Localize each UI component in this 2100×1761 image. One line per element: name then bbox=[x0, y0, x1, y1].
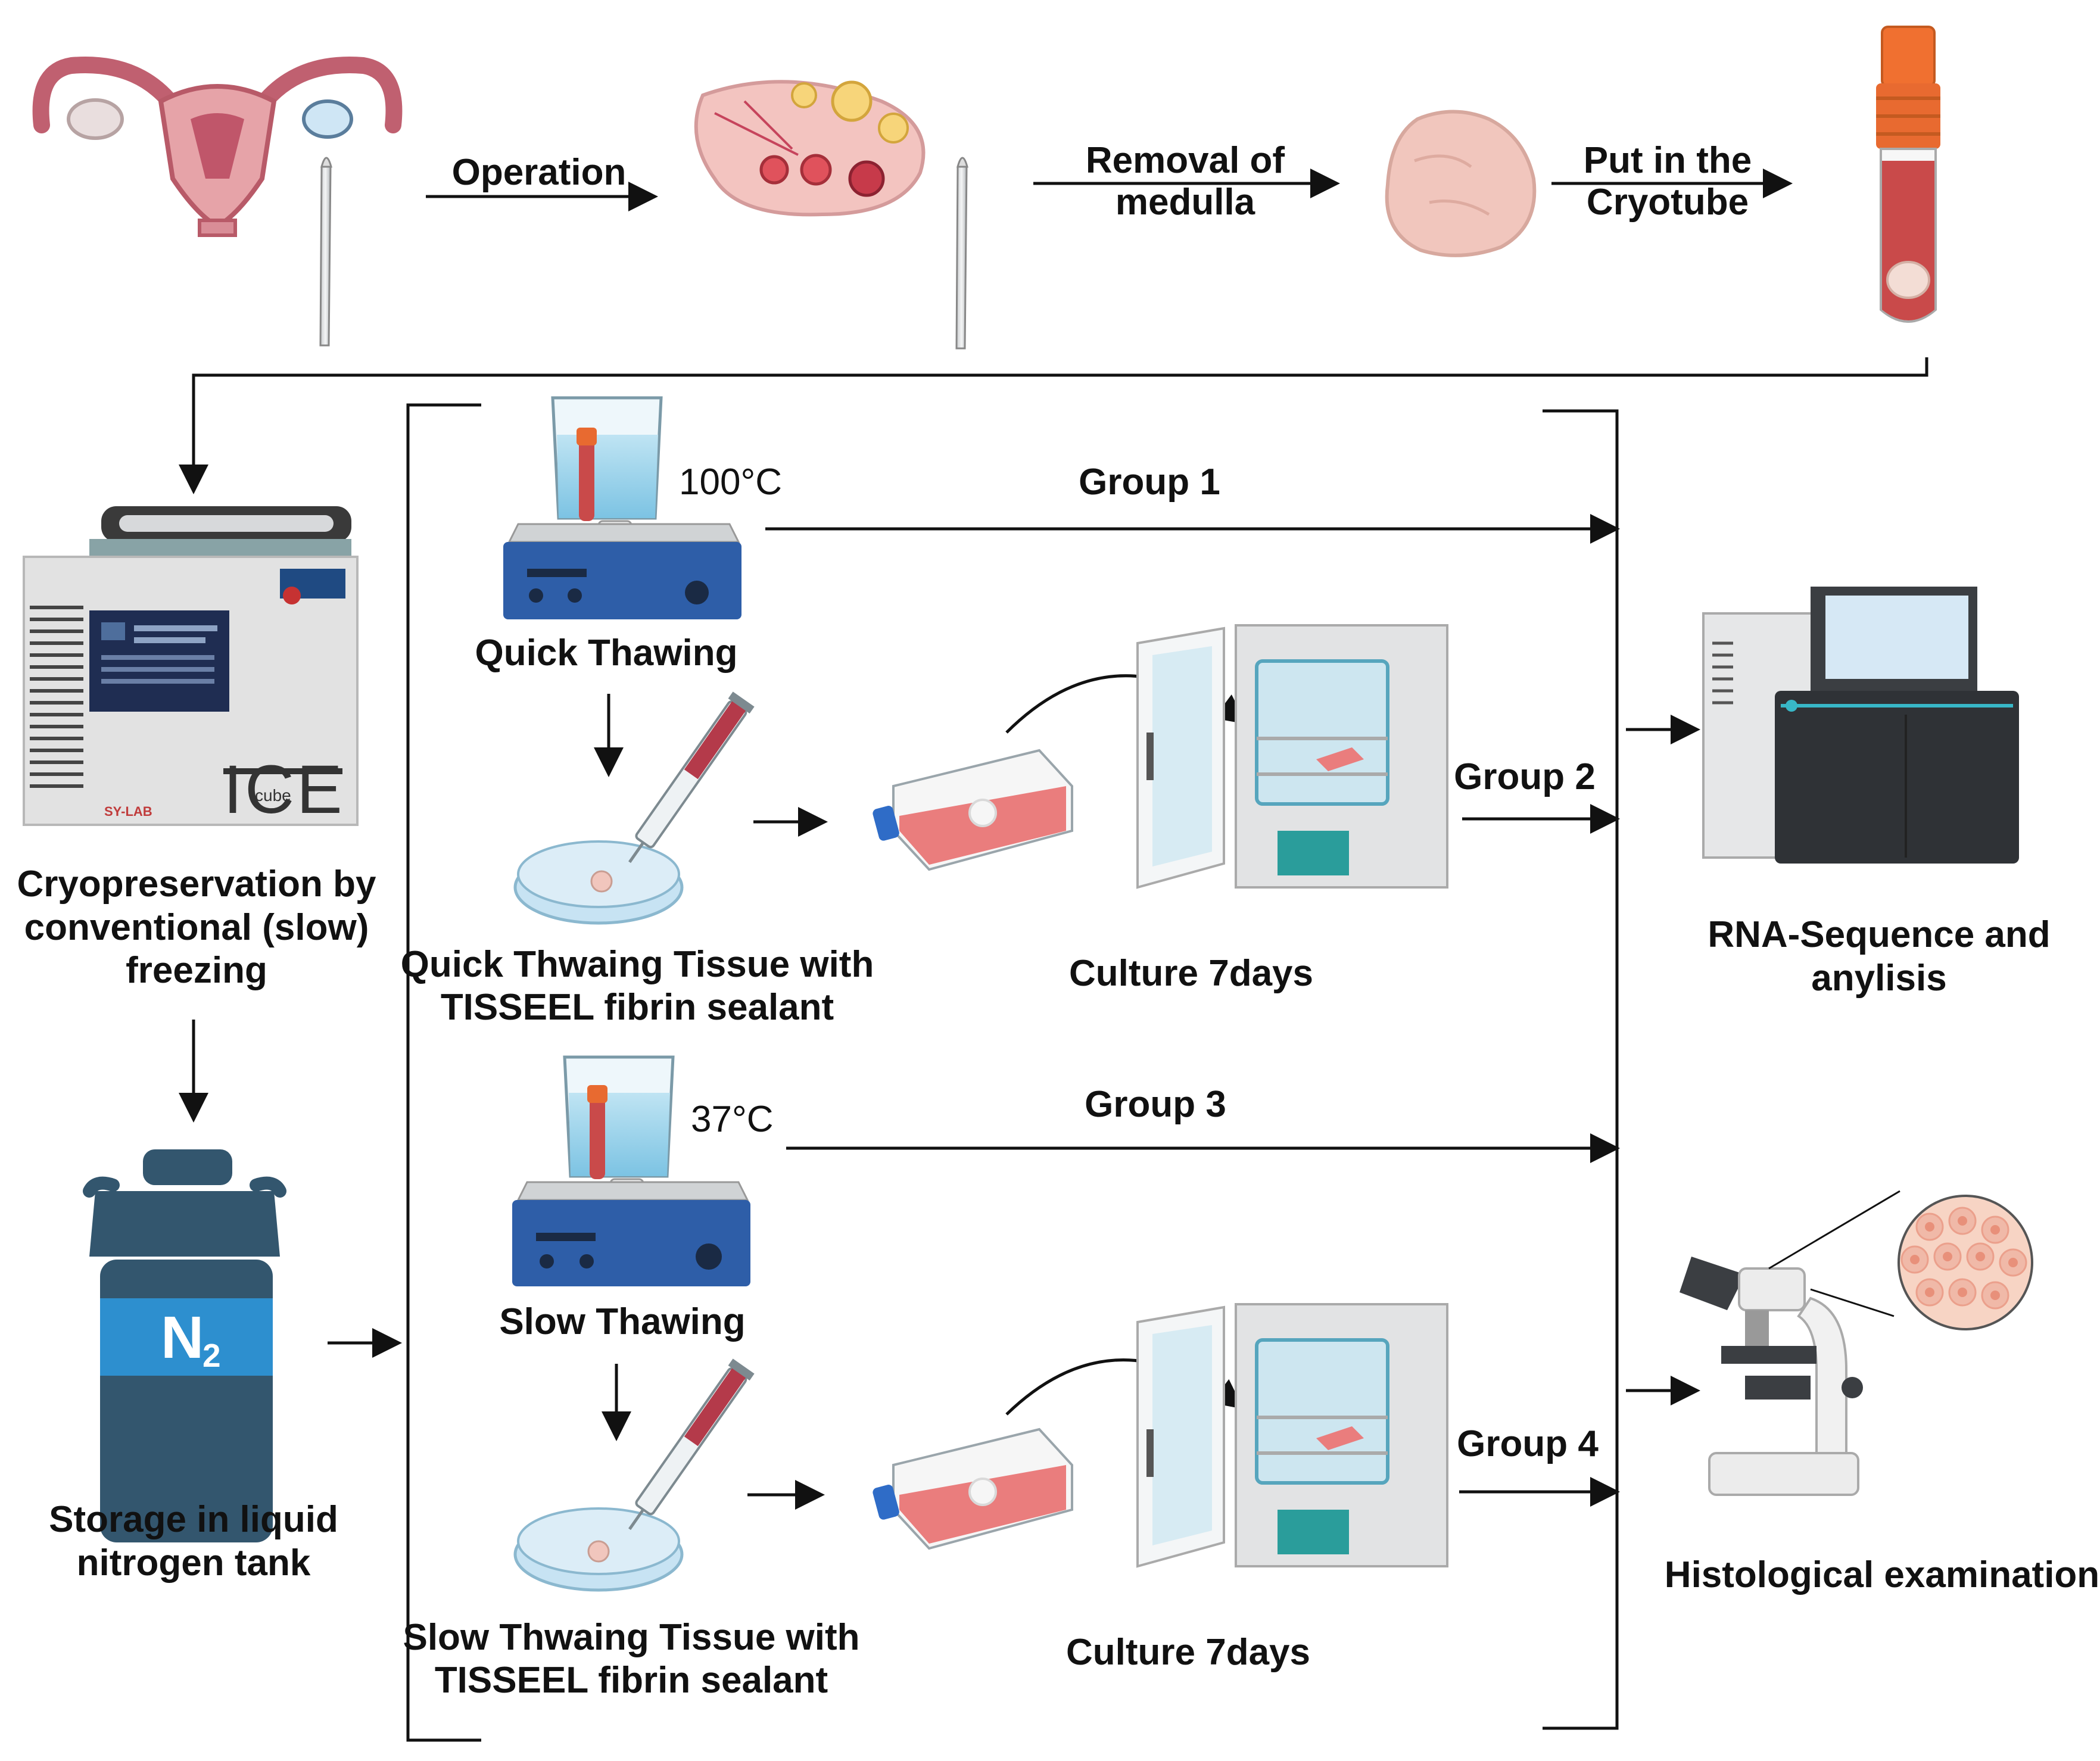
slow-tissue-label-line2: TISSEEL fibrin sealant bbox=[435, 1660, 828, 1701]
right-bracket bbox=[1543, 409, 1619, 1730]
cryotube-icon bbox=[1876, 26, 1940, 323]
left-bracket bbox=[406, 403, 481, 1742]
storage-label-line1: Storage in liquid bbox=[49, 1499, 338, 1540]
put-label-line2: Cryotube bbox=[1587, 182, 1749, 223]
quick-tissue-label-line2: TISSEEL fibrin sealant bbox=[441, 987, 834, 1028]
tank-n2-label: N bbox=[161, 1304, 204, 1371]
scalpel-icon-2 bbox=[955, 157, 968, 350]
incubator-icon bbox=[1136, 624, 1448, 889]
removal-label-line2: medulla bbox=[1116, 182, 1255, 223]
culture-label-2: Culture 7days bbox=[1066, 1632, 1310, 1673]
culture-flask-icon bbox=[873, 749, 1073, 871]
operation-label: Operation bbox=[452, 152, 627, 193]
ovary-icon bbox=[694, 80, 926, 217]
group2-label: Group 2 bbox=[1454, 756, 1596, 797]
freezer-brand-sub: cube bbox=[255, 786, 291, 805]
hot-plate-beaker-icon-2 bbox=[512, 1055, 750, 1286]
liquid-nitrogen-tank-icon: N 2 bbox=[83, 1149, 286, 1542]
put-label-line1: Put in the bbox=[1584, 140, 1752, 181]
freezer-maker-text: SY-LAB bbox=[104, 804, 152, 819]
scalpel-icon bbox=[319, 157, 332, 347]
cryo-label-line2: conventional (slow) bbox=[24, 907, 369, 948]
culture-flask-icon-2 bbox=[873, 1427, 1073, 1550]
petri-dish-syringe-icon-2 bbox=[513, 1358, 755, 1592]
rna-label-line2: anylisis bbox=[1811, 958, 1946, 999]
group3-label: Group 3 bbox=[1085, 1084, 1226, 1125]
quick-tissue-label-line1: Quick Thwaing Tissue with bbox=[401, 944, 874, 985]
hot-plate-beaker-icon bbox=[503, 396, 741, 619]
storage-label-line2: nitrogen tank bbox=[77, 1542, 311, 1584]
freezer-brand-text: ICE bbox=[223, 752, 345, 828]
cryo-label-line1: Cryopreservation by bbox=[17, 864, 377, 905]
ovarian-tissue-icon bbox=[1385, 110, 1537, 257]
cryotube-to-freezer-connector bbox=[179, 357, 1928, 494]
temp-slow-label: 37°C bbox=[691, 1099, 774, 1140]
quick-thawing-label: Quick Thawing bbox=[475, 632, 738, 674]
incubator-icon-2 bbox=[1136, 1303, 1448, 1568]
tank-n2-subscript: 2 bbox=[202, 1337, 221, 1374]
petri-dish-syringe-icon bbox=[513, 691, 755, 925]
slow-thawing-label: Slow Thawing bbox=[499, 1301, 745, 1342]
group1-label: Group 1 bbox=[1079, 462, 1220, 503]
temp-quick-label: 100°C bbox=[679, 462, 782, 503]
rna-label-line1: RNA-Sequence and bbox=[1708, 914, 2050, 955]
slow-tissue-label-line1: Slow Thwaing Tissue with bbox=[403, 1617, 859, 1658]
uterus-icon bbox=[32, 57, 403, 237]
freezer-device-icon: ICE cube SY-LAB bbox=[23, 506, 359, 828]
group4-label: Group 4 bbox=[1457, 1423, 1599, 1464]
removal-label-line1: Removal of bbox=[1086, 140, 1285, 181]
histology-zoom-icon bbox=[1768, 1190, 2033, 1330]
microscope-icon bbox=[1680, 1257, 1863, 1496]
histology-label: Histological examination bbox=[1665, 1554, 2099, 1595]
culture-label-1: Culture 7days bbox=[1069, 953, 1313, 994]
rna-sequencer-icon bbox=[1702, 587, 2019, 864]
cryo-label-line3: freezing bbox=[126, 950, 267, 991]
